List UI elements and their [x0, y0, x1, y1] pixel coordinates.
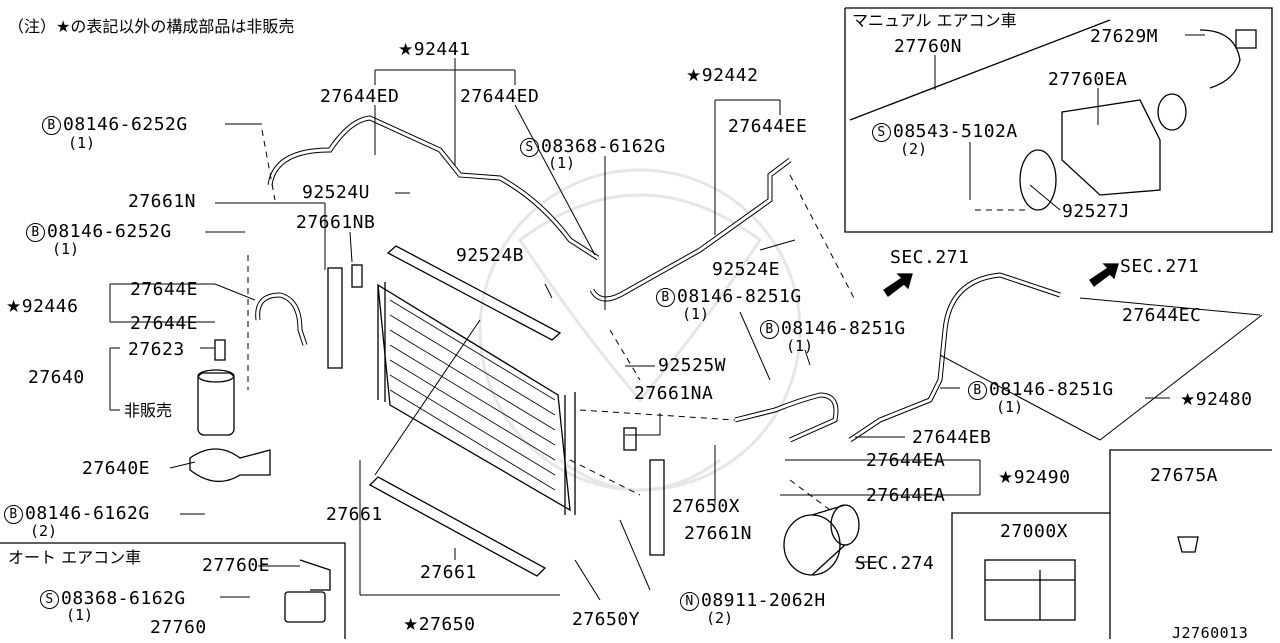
fastener-s3-qty: (1) — [66, 606, 94, 624]
fastener-b3-qty: (1) — [682, 305, 710, 323]
label-27000x[interactable]: 27000X — [1000, 521, 1069, 542]
label-92524e[interactable]: 92524E — [712, 259, 781, 280]
label-92441[interactable]: ★92441 — [398, 39, 471, 61]
label-27661-bottom[interactable]: 27661 — [420, 562, 477, 583]
condenser — [377, 282, 576, 515]
label-sticker — [984, 559, 1076, 621]
label-27640[interactable]: 27640 — [28, 367, 85, 388]
label-27644ed-right[interactable]: 27644ED — [460, 86, 540, 107]
label-27661n-bottom[interactable]: 27661N — [684, 523, 753, 544]
label-27644ec[interactable]: 27644EC — [1122, 305, 1202, 326]
label-27650y[interactable]: 27650Y — [572, 609, 641, 630]
seal-strip-top — [386, 245, 562, 341]
fastener-b4-qty: (1) — [786, 337, 814, 355]
label-92524u[interactable]: 92524U — [302, 182, 371, 203]
sec271-arrow-right — [1089, 263, 1119, 287]
sec271-arrow-left — [883, 273, 913, 297]
label-92480[interactable]: ★92480 — [1180, 389, 1253, 411]
label-27661nb[interactable]: 27661NB — [296, 212, 376, 233]
label-92442[interactable]: ★92442 — [686, 65, 759, 87]
label-27650x[interactable]: 27650X — [672, 496, 741, 517]
label-27644ea-bottom[interactable]: 27644EA — [866, 485, 946, 506]
label-27629m[interactable]: 27629M — [1090, 26, 1159, 47]
label-27760n[interactable]: 27760N — [894, 36, 963, 57]
label-27760ea[interactable]: 27760EA — [1048, 69, 1128, 90]
label-92527j[interactable]: 92527J — [1062, 201, 1131, 222]
label-92525w[interactable]: 92525W — [658, 355, 727, 376]
label-27640e[interactable]: 27640E — [82, 458, 151, 479]
watermark — [478, 168, 802, 492]
manual-ac-inset-frame — [844, 7, 1273, 233]
clip-27675a — [1177, 536, 1199, 553]
side-seal-left — [327, 267, 343, 369]
label-27644ea-top[interactable]: 27644EA — [866, 450, 946, 471]
fastener-b5-qty: (1) — [996, 398, 1024, 416]
label-92446[interactable]: ★92446 — [6, 296, 79, 318]
label-27644ee[interactable]: 27644EE — [728, 116, 808, 137]
fastener-b6-qty: (2) — [30, 522, 58, 540]
compressor — [783, 504, 860, 576]
fastener-b2-qty: (1) — [52, 240, 80, 258]
label-27650[interactable]: ★27650 — [403, 614, 476, 636]
fastener-n1-qty: (2) — [706, 609, 734, 627]
label-27661n-top[interactable]: 27661N — [128, 191, 197, 212]
label-sec271-left[interactable]: SEC.271 — [890, 247, 970, 268]
label-27644e-top[interactable]: 27644E — [130, 279, 199, 300]
label-27661na[interactable]: 27661NA — [634, 383, 714, 404]
note-text: （注）★の表記以外の構成部品は非販売 — [8, 17, 295, 36]
label-92490[interactable]: ★92490 — [998, 467, 1071, 489]
label-sec271-right[interactable]: SEC.271 — [1120, 256, 1200, 277]
fastener-s1-qty: (1) — [548, 154, 576, 172]
label-27644eb[interactable]: 27644EB — [912, 427, 992, 448]
label-27623[interactable]: 27623 — [128, 339, 185, 360]
fastener-b1-qty: (1) — [68, 134, 96, 152]
manual-ac-title: マニュアル エアコン車 — [852, 11, 1017, 30]
label-27760e[interactable]: 27760E — [202, 555, 271, 576]
label-sec274[interactable]: SEC.274 — [855, 553, 935, 574]
label-92524b[interactable]: 92524B — [456, 245, 525, 266]
label-27675a[interactable]: 27675A — [1150, 465, 1219, 486]
label-27760[interactable]: 27760 — [150, 617, 207, 638]
auto-ac-inset-frame — [0, 542, 346, 639]
fastener-s2-qty: (2) — [900, 140, 928, 158]
label-27644e-bottom[interactable]: 27644E — [130, 313, 199, 334]
receiver-drier — [197, 339, 235, 436]
auto-ac-title: オート エアコン車 — [8, 548, 142, 567]
side-seal-right — [649, 459, 665, 556]
diagram-code: J2760013 — [1172, 624, 1249, 642]
label-27661-left[interactable]: 27661 — [326, 504, 383, 525]
seal-strip-bottom — [368, 476, 547, 577]
label-not-sold: 非販売 — [124, 401, 173, 420]
label-27644ed-left[interactable]: 27644ED — [320, 86, 400, 107]
